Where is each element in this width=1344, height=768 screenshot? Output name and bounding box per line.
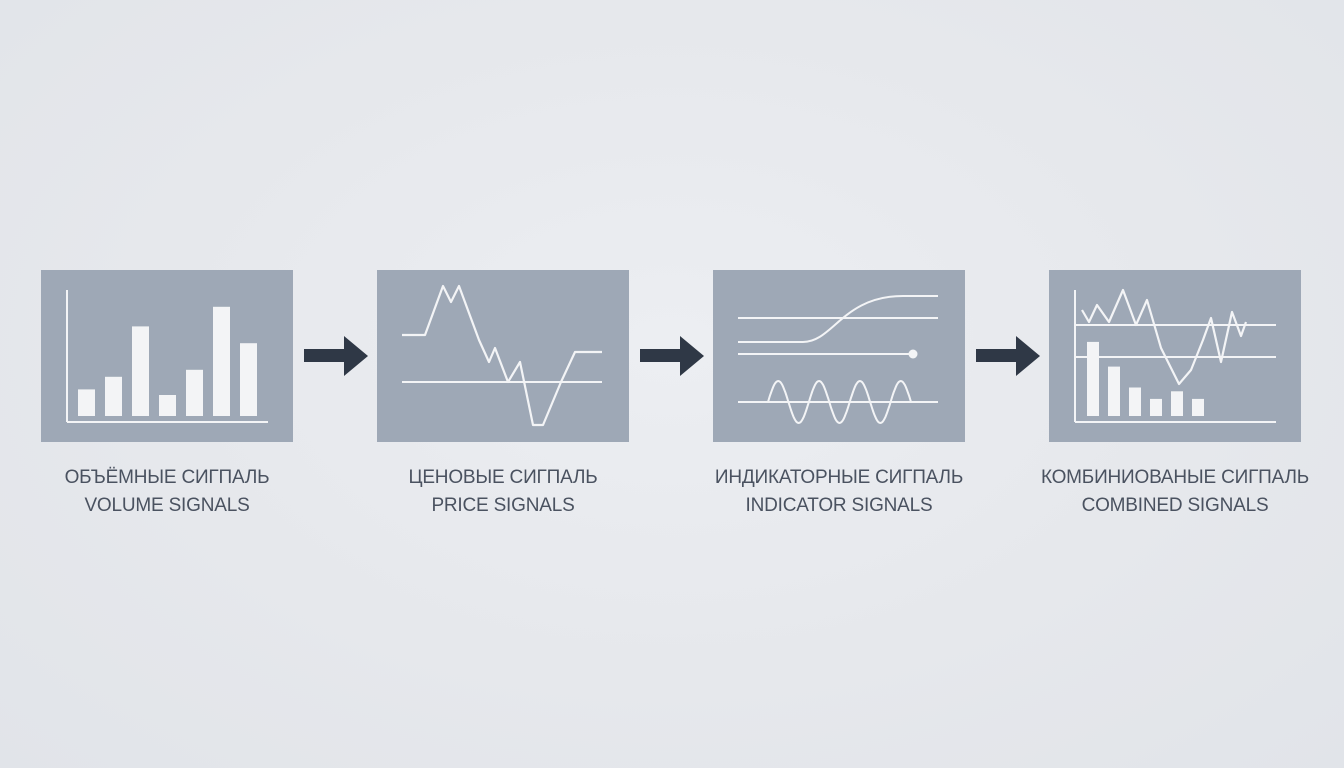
arrow-right-icon (304, 336, 368, 376)
caption-ru: КОМБИНИОВАНЫЕ СИГПАЛЬ (1040, 467, 1310, 488)
step-caption: ЦЕНОВЫЕ СИГПАЛЬ PRICE SIGNALS (353, 464, 653, 520)
caption-en: PRICE SIGNALS (431, 495, 575, 516)
combined-chart-icon (1074, 288, 1276, 423)
price-line (1081, 288, 1248, 386)
step-caption: ИНДИКАТОРНЫЕ СИГПАЛЬ INDICATOR SIGNALS (689, 464, 989, 520)
bar (1108, 366, 1120, 416)
volume-signals-panel (41, 270, 293, 442)
bar-chart-icon (66, 290, 268, 423)
volume-bars (1087, 341, 1204, 416)
price-line (402, 284, 602, 427)
bar (186, 369, 203, 416)
arrow-right-icon (640, 336, 704, 376)
caption-en: INDICATOR SIGNALS (745, 495, 933, 516)
bar (1171, 391, 1183, 416)
bar (1087, 341, 1099, 416)
bar (132, 326, 149, 416)
oscillator-wave (767, 379, 912, 425)
caption-ru: ЦЕНОВЫЕ СИГПАЛЬ (408, 467, 598, 488)
step-caption: КОМБИНИОВАНЫЕ СИГПАЛЬ COMBINED SIGNALS (1025, 464, 1325, 520)
caption-ru: ИНДИКАТОРНЫЕ СИГПАЛЬ (714, 467, 964, 488)
caption-en: COMBINED SIGNALS (1081, 495, 1269, 516)
caption-en: VOLUME SIGNALS (84, 495, 250, 516)
step-caption: ОБЪЁМНЫЕ СИГПАЛЬ VOLUME SIGNALS (17, 464, 317, 520)
arrow-right-icon (976, 336, 1040, 376)
indicator-signals-panel (713, 270, 965, 442)
bar (105, 376, 122, 416)
price-signals-panel (377, 270, 629, 442)
price-line-icon (402, 284, 602, 427)
bar (213, 306, 230, 416)
caption-ru: ОБЪЁМНЫЕ СИГПАЛЬ (64, 467, 270, 488)
marker-dot (908, 349, 918, 359)
bar (1129, 387, 1141, 416)
s-curve (738, 295, 938, 343)
bar (1192, 398, 1204, 416)
indicator-waves-icon (738, 295, 938, 425)
bar (78, 389, 95, 416)
bar (240, 343, 257, 416)
volume-bars (78, 306, 257, 416)
combined-signals-panel (1049, 270, 1301, 442)
bar (159, 395, 176, 416)
bar (1150, 398, 1162, 416)
